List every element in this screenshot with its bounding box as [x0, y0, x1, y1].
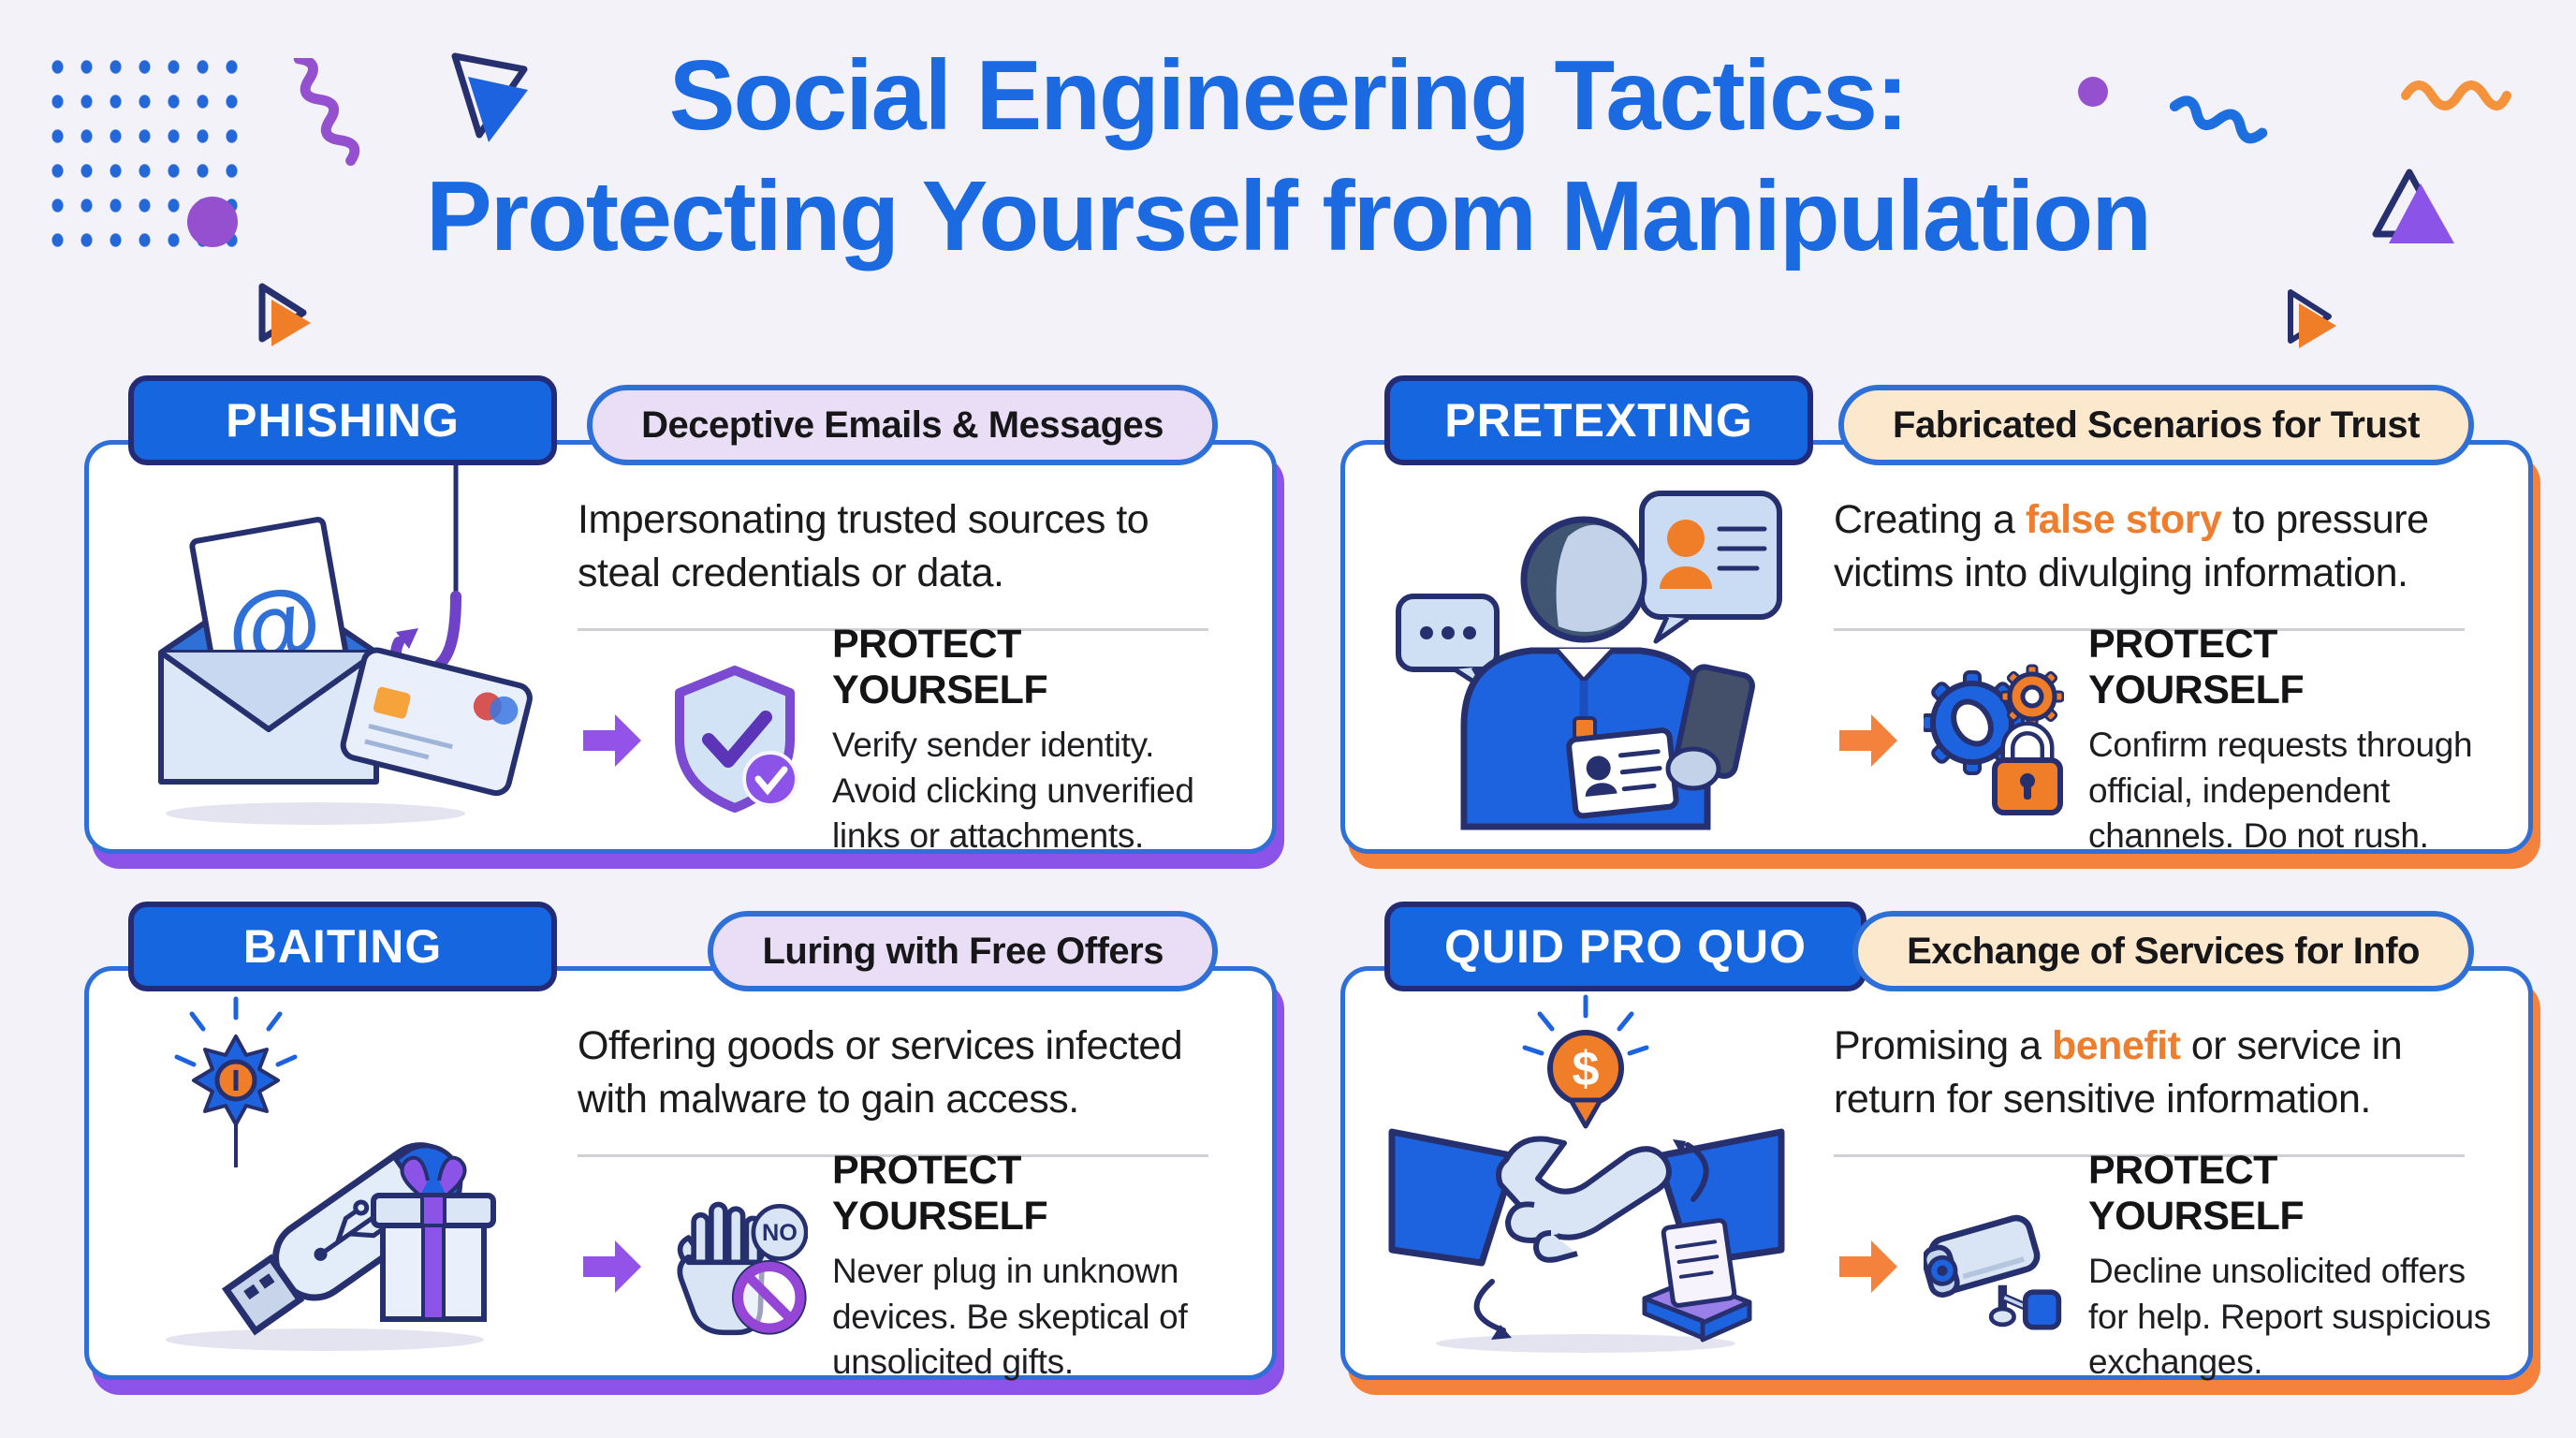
blue-squiggle-icon	[2170, 95, 2268, 144]
section-divider	[1834, 1154, 2465, 1157]
protect-text-block: PROTECT YOURSELF Verify sender identity.…	[832, 622, 1238, 859]
arrow-right-icon	[583, 1240, 641, 1293]
handshake-dollar-document-illustration: $	[1388, 994, 1785, 1353]
description-before: Offering goods or services infected with…	[578, 1023, 1183, 1123]
orange-squiggle-icon	[2401, 81, 2511, 110]
protect-body: Never plug in unknown devices. Be skepti…	[832, 1251, 1188, 1382]
description-after: or service in return for sensitive infor…	[1834, 1023, 2403, 1123]
svg-text:$: $	[1573, 1042, 1600, 1096]
protect-section: NO PROTECT YOURSELF Never plug in unknow…	[583, 1148, 1238, 1381]
page-title: Social Engineering Tactics: Protecting Y…	[0, 36, 2576, 278]
purple-squiggle-icon	[293, 58, 360, 167]
description-highlight: benefit	[2051, 1023, 2181, 1068]
subtitle-pill: Exchange of Services for Info	[1852, 911, 2474, 991]
gears-lock-icon	[1924, 664, 2064, 815]
blue-triangle-icon	[451, 52, 528, 142]
description-before: Promising a	[1834, 1023, 2052, 1068]
protect-text-block: PROTECT YOURSELF Never plug in unknown d…	[832, 1148, 1238, 1386]
purple-circle-decoration	[187, 197, 238, 247]
orange-triangle-icon	[258, 283, 311, 346]
description-before: Creating a	[1834, 497, 2026, 542]
card-phishing: PHISHING Deceptive Emails & Messages @ I…	[84, 375, 1277, 855]
page-title-line-1: Social Engineering Tactics:	[668, 40, 1909, 151]
protect-section: PROTECT YOURSELF Verify sender identity.…	[583, 622, 1238, 855]
section-divider	[578, 628, 1208, 631]
usb-malware-gift-illustration	[166, 996, 496, 1351]
description-highlight: false story	[2025, 497, 2222, 542]
tactic-badge: PHISHING	[128, 375, 557, 465]
protect-body: Verify sender identity. Avoid clicking u…	[832, 725, 1194, 856]
protect-heading: PROTECT YOURSELF	[2088, 621, 2305, 712]
description-before: Impersonating trusted sources to steal c…	[578, 497, 1149, 596]
orange-triangle-small-icon	[2288, 289, 2336, 348]
security-camera-icon	[1924, 1214, 2062, 1330]
arrow-right-icon	[1839, 714, 1897, 767]
arrow-right-icon	[583, 714, 641, 767]
tactic-badge: BAITING	[128, 902, 557, 991]
protect-heading: PROTECT YOURSELF	[832, 621, 1048, 712]
protect-text-block: PROTECT YOURSELF Confirm requests throug…	[2088, 622, 2495, 859]
tactic-badge: QUID PRO QUO	[1384, 902, 1867, 991]
description-text: Creating a false story to pressure victi…	[1834, 493, 2495, 600]
description-text: Promising a benefit or service in return…	[1834, 1020, 2495, 1126]
card-baiting: BAITING Luring with Free Offers	[84, 902, 1277, 1381]
protect-section: PROTECT YOURSELF Confirm requests throug…	[1839, 622, 2495, 855]
card-pretexting: PRETEXTING Fabricated Scenarios for Trus…	[1340, 375, 2533, 855]
page-title-line-2: Protecting Yourself from Manipulation	[426, 161, 2152, 272]
svg-text:NO: NO	[762, 1220, 798, 1246]
protect-heading: PROTECT YOURSELF	[832, 1147, 1048, 1239]
protect-section: PROTECT YOURSELF Decline unsolicited off…	[1839, 1148, 2495, 1381]
tactic-badge: PRETEXTING	[1384, 375, 1813, 465]
impersonator-id-phone-illustration	[1396, 491, 1782, 830]
description-text: Impersonating trusted sources to steal c…	[578, 493, 1238, 600]
description-text: Offering goods or services infected with…	[578, 1020, 1238, 1126]
section-divider	[578, 1154, 1208, 1157]
subtitle-pill: Deceptive Emails & Messages	[587, 385, 1218, 465]
purple-triangle-icon	[2372, 169, 2454, 243]
card-quid-pro-quo: QUID PRO QUO Exchange of Services for In…	[1340, 902, 2533, 1381]
purple-dot-decoration	[2078, 77, 2108, 107]
protect-heading: PROTECT YOURSELF	[2088, 1147, 2305, 1239]
protect-body: Decline unsolicited offers for help. Rep…	[2088, 1251, 2491, 1382]
section-divider	[1834, 628, 2465, 631]
subtitle-pill: Fabricated Scenarios for Trust	[1838, 385, 2474, 465]
email-hook-credit-card-illustration: @	[158, 456, 533, 825]
protect-body: Confirm requests through official, indep…	[2088, 725, 2473, 856]
hand-no-icon: NO	[677, 1201, 808, 1336]
arrow-right-icon	[1839, 1240, 1897, 1293]
protect-text-block: PROTECT YOURSELF Decline unsolicited off…	[2088, 1148, 2495, 1386]
subtitle-pill: Luring with Free Offers	[708, 911, 1218, 991]
shield-check-icon	[675, 666, 798, 813]
description-after: to pressure victims into divulging infor…	[1834, 497, 2429, 596]
